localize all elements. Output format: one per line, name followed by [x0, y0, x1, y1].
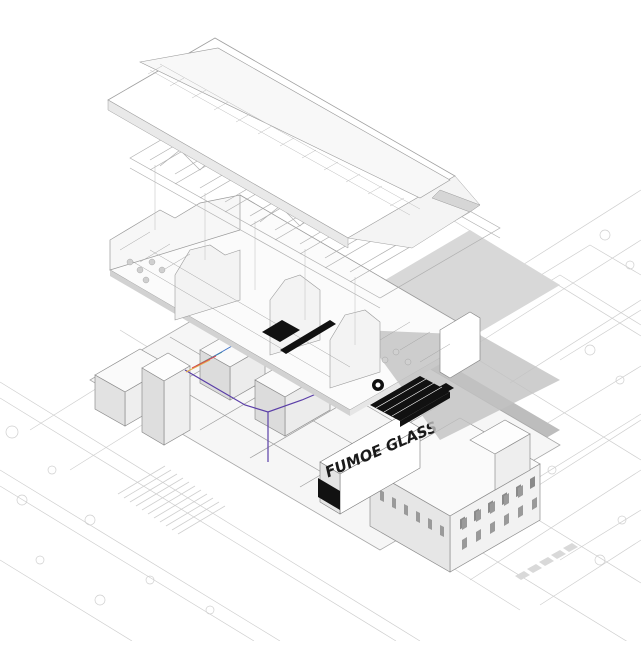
stair-treads [375, 378, 443, 417]
upper-floor [109, 194, 560, 440]
roof [107, 37, 481, 249]
signage-block [318, 415, 421, 515]
parking-bays-right [515, 543, 578, 580]
brick-building-windows-row2 [380, 485, 537, 550]
parking-stripes [117, 465, 226, 535]
stairs-and-bridge [262, 320, 454, 427]
truss-verticals [154, 165, 356, 345]
